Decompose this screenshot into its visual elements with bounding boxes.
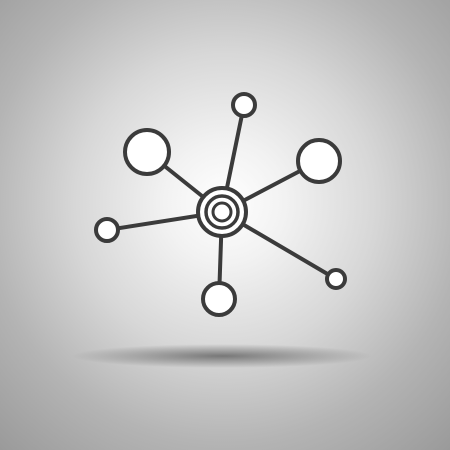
node-top bbox=[231, 92, 257, 118]
node-left bbox=[94, 217, 120, 243]
node-bottom bbox=[201, 281, 237, 317]
node-lower-right bbox=[325, 268, 347, 290]
node-upper-left bbox=[123, 128, 171, 176]
hub-node bbox=[196, 186, 248, 238]
ground-shadow bbox=[72, 344, 372, 368]
hub-inner-ring bbox=[211, 201, 233, 223]
node-upper-right bbox=[296, 138, 342, 184]
